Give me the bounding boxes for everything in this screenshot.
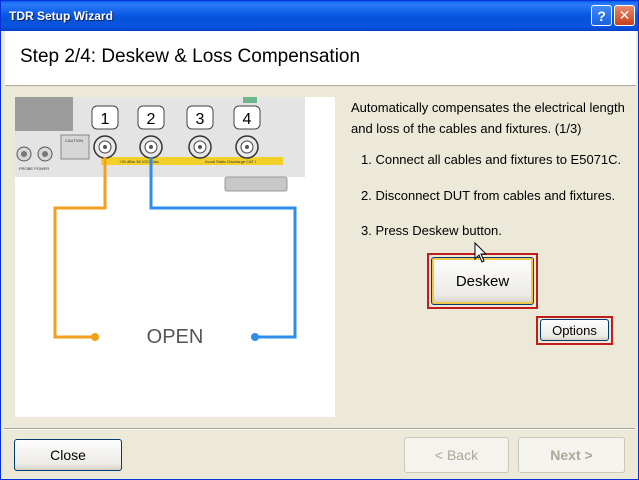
instrument-display [15,97,73,131]
window-title: TDR Setup Wizard [9,9,113,23]
caution-label: CAUTION [65,138,83,143]
back-button[interactable]: < Back [404,437,509,473]
probe-power-jack-1-core [21,151,27,157]
probe-power-jack-2-core [42,151,48,157]
port-4-label: 4 [243,111,252,128]
window-close-button[interactable]: ✕ [614,5,635,26]
close-button[interactable]: Close [14,439,122,471]
port-4-connector [235,135,259,159]
options-highlight [536,316,613,345]
port-4-label-box [233,105,261,130]
port-3-connector [188,135,212,159]
port-3-label-box [186,105,214,130]
diagram-svg: PROBE POWER CAUTION +26 dBm 35 VDC Max A… [15,97,305,348]
mouse-cursor-icon [474,242,488,263]
esd-label: Avoid Static Discharge CAT I [205,159,256,164]
next-button[interactable]: Next > [518,437,625,473]
instruction-step-2: 2. Disconnect DUT from cables and fixtur… [361,188,616,203]
port-2-label-box [137,105,165,130]
port-1-open-end [91,333,99,341]
options-button[interactable]: Options [540,319,609,341]
rating-label: +26 dBm 35 VDC Max [119,159,159,164]
warning-strip [101,157,283,165]
step-title: Step 2/4: Deskew & Loss Compensation [20,46,361,67]
footer-divider [4,428,635,430]
instruction-intro: Automatically compensates the electrical… [351,100,625,136]
port-2-connector [139,135,163,159]
wizard-header: Step 2/4: Deskew & Loss Compensation [5,31,636,86]
probe-power-label: PROBE POWER [19,166,49,171]
port-2-cable [149,157,297,339]
title-bar[interactable]: TDR Setup Wizard ? ✕ [1,1,638,31]
port-1-label-box [91,105,119,130]
port-2-open-end [251,333,259,341]
instrument-foot [224,176,288,192]
deskew-button[interactable]: Deskew [431,257,534,305]
port-1-connector [93,135,117,159]
open-label: OPEN [147,326,204,348]
instruction-step-1: 1. Connect all cables and fixtures to E5… [361,152,622,167]
port-1-cable [53,157,107,339]
caution-box [60,134,90,160]
port-3-label: 3 [196,111,205,128]
help-button[interactable]: ? [591,5,612,26]
port-1-label: 1 [101,111,110,128]
connection-diagram: PROBE POWER CAUTION +26 dBm 35 VDC Max A… [15,97,335,417]
port-2-label: 2 [147,111,156,128]
instruction-step-3: 3. Press Deskew button. [361,223,502,238]
instrument-key [243,97,257,103]
